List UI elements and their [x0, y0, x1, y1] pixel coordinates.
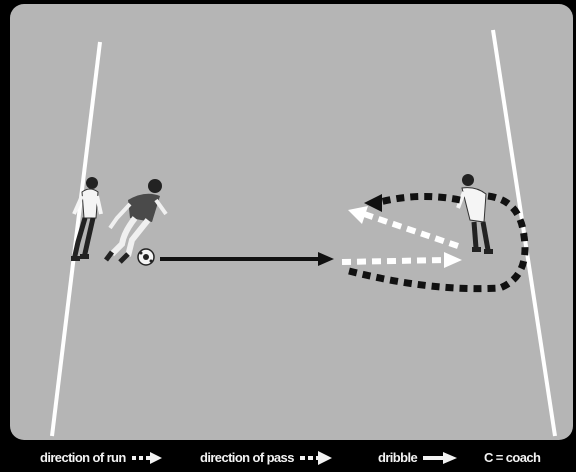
dribble-arrow-icon: [421, 451, 461, 465]
pitch-card: [10, 4, 573, 440]
ball-icon: [138, 249, 154, 265]
legend-pass: direction of pass: [200, 450, 336, 465]
run-arrow-loop: [345, 196, 525, 289]
run-arrow-top: [364, 194, 460, 212]
legend-pass-label: direction of pass: [200, 450, 294, 465]
run-arrow-icon: [130, 451, 166, 465]
left-touchline: [52, 42, 100, 436]
legend-dribble-label: dribble: [378, 450, 417, 465]
legend-coach: C = coach: [484, 450, 540, 465]
legend-coach-label: C = coach: [484, 450, 540, 465]
dribble-arrow: [160, 252, 334, 266]
legend-run-label: direction of run: [40, 450, 126, 465]
pass-arrow-straight: [342, 252, 462, 268]
pass-arrow-icon: [298, 451, 336, 465]
legend: direction of run direction of pass dribb…: [0, 446, 576, 472]
receiving-player-icon: [458, 174, 493, 254]
attacking-player-icon: [106, 179, 166, 262]
pitch-diagram: [10, 4, 573, 440]
pass-arrow-diagonal: [348, 206, 458, 246]
coach-player-icon: [71, 177, 101, 261]
legend-run: direction of run: [40, 450, 166, 465]
legend-dribble: dribble: [378, 450, 461, 465]
right-touchline: [493, 30, 555, 436]
